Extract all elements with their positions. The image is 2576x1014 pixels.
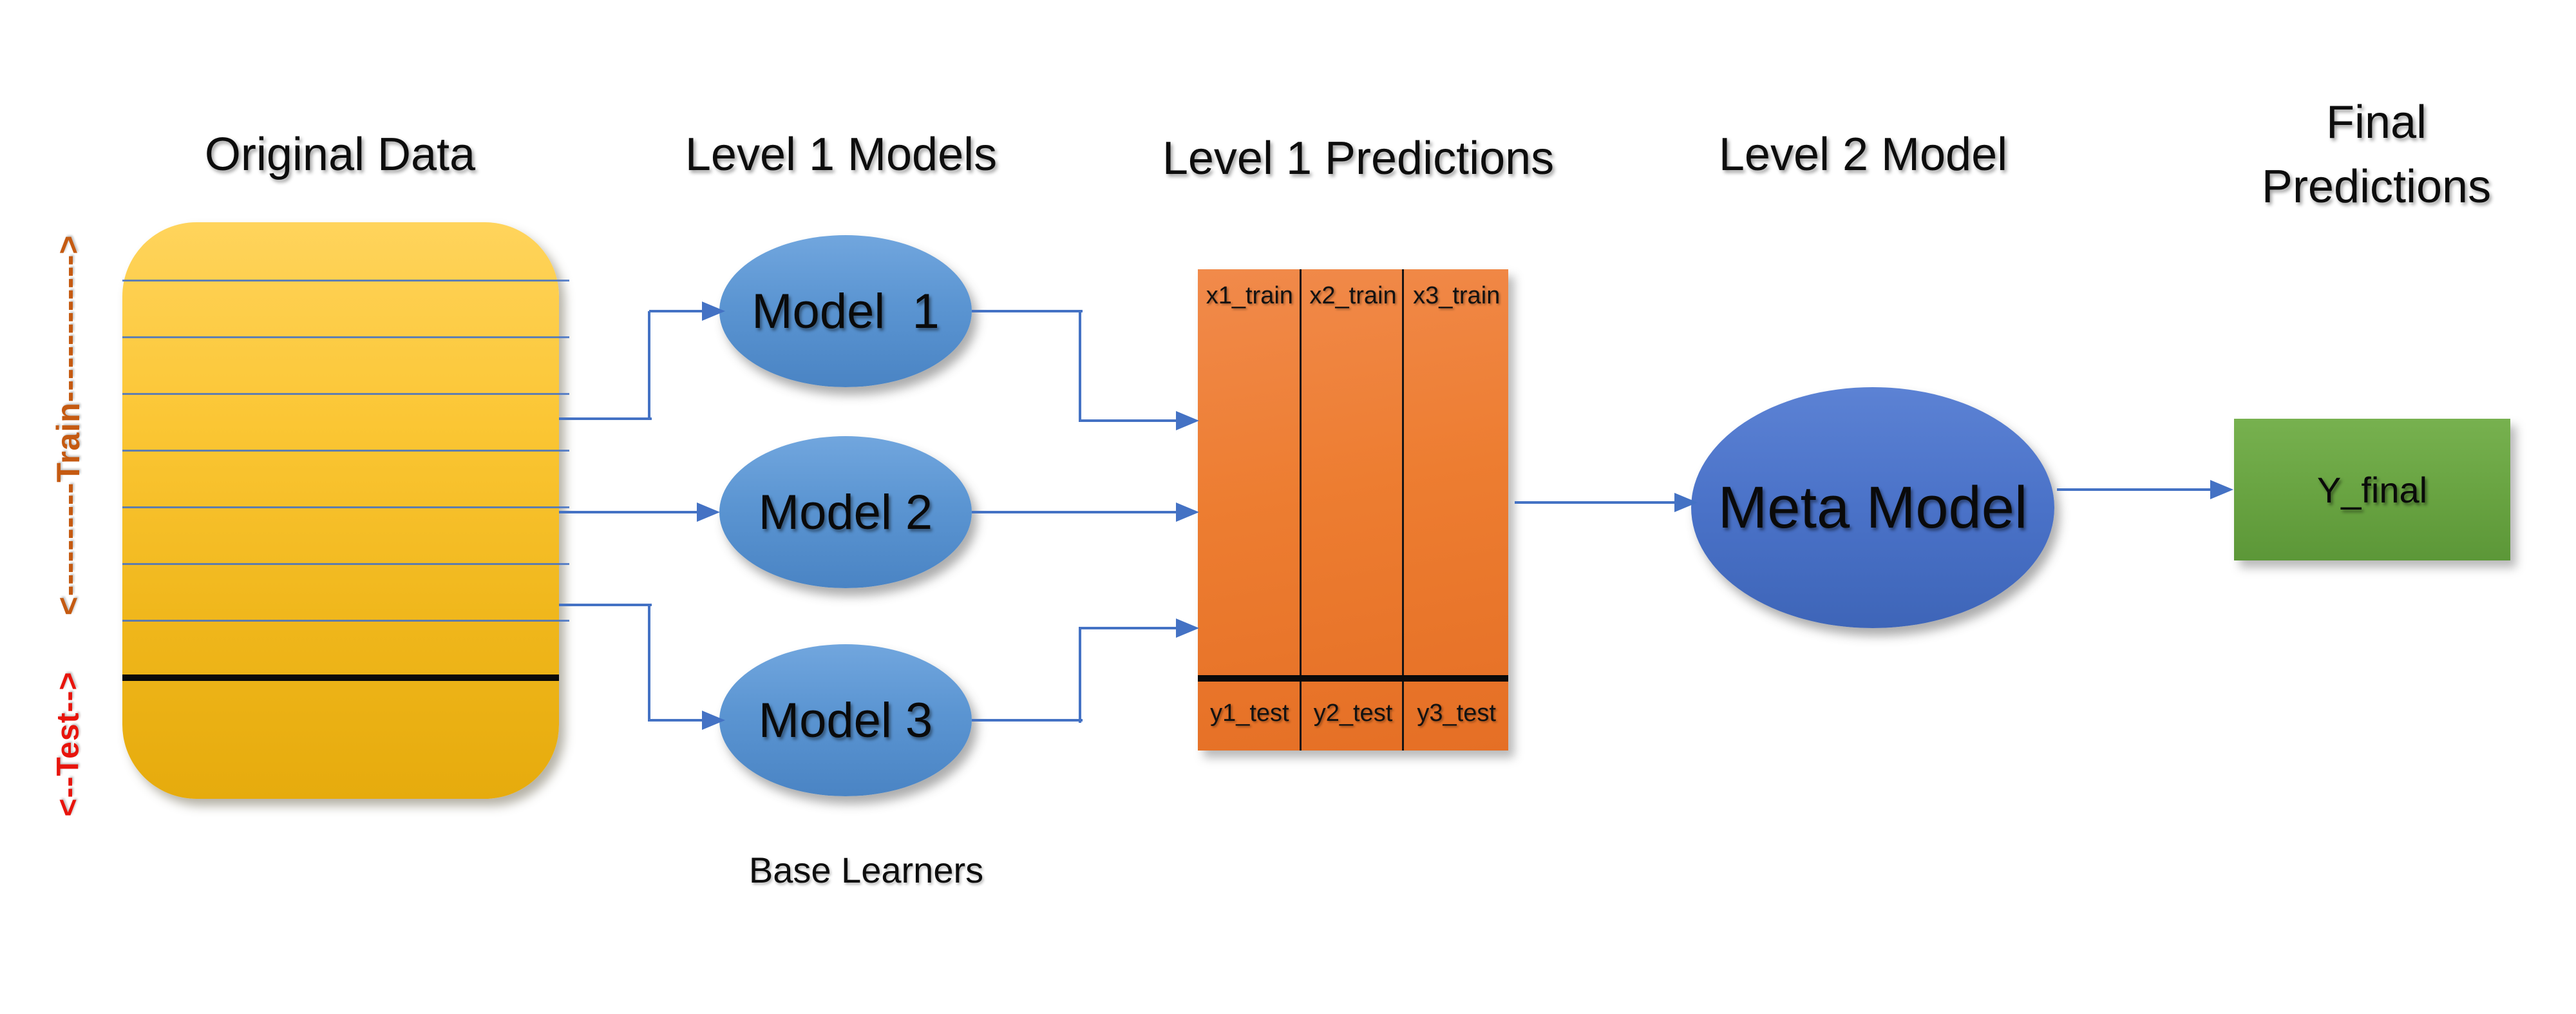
connector-data-to-model1-arrowhead-icon [702,301,725,321]
table-column-divider-1 [1300,269,1302,751]
table-header-row: x1_train x2_train x3_train [1198,282,1508,310]
data-block-row-line [122,280,569,282]
table-train-test-divider [1198,675,1508,682]
connector-data-to-model1-segment [648,311,650,420]
connector-table-to-meta-arrowhead-icon [1674,493,1698,512]
connector-model3-to-table-segment [972,719,1083,722]
base-learners-caption: Base Learners [748,850,984,890]
train-test-divider-line [122,674,559,681]
column-header-x1-train: x1_train [1206,282,1293,309]
data-block-row-line [122,620,569,622]
table-test-row: y1_test y2_test y3_test [1198,700,1508,727]
connector-model1-to-table-segment [1079,311,1081,422]
model-2-label: Model 2 [758,484,933,540]
original-data-block [122,222,559,799]
title-level1-predictions: Level 1 Predictions [1162,133,1555,184]
connector-data-to-model2-segment [559,511,698,513]
data-block-row-line [122,393,569,395]
title-level2-model: Level 2 Model [1718,129,2008,180]
connector-data-to-model3-segment [559,604,652,606]
connector-data-to-model3-segment [649,719,703,722]
final-output-box: Y_final [2234,419,2510,560]
model-2-ellipse: Model 2 [719,436,972,588]
data-block-row-line [122,450,569,452]
title-final-line1: Final [2325,97,2427,148]
connector-model3-to-table-arrowhead-icon [1176,618,1199,638]
connector-data-to-model3-arrowhead-icon [702,711,725,730]
connector-data-to-model1-segment [559,417,652,420]
model-3-ellipse: Model 3 [719,644,972,796]
column-header-x3-train: x3_train [1413,282,1501,309]
test-cell-y2-test: y2_test [1313,700,1393,727]
test-cell-y1-test: y1_test [1210,700,1289,727]
model-3-label: Model 3 [758,693,933,748]
final-output-label: Y_final [2316,469,2428,510]
connector-model3-to-table-segment [1079,627,1081,723]
connector-data-to-model2-arrowhead-icon [697,502,720,522]
title-original-data: Original Data [204,129,476,180]
level1-predictions-table: x1_train x2_train x3_train y1_test y2_te… [1198,269,1508,751]
test-axis-label: <--Test--> [51,671,86,817]
meta-model-ellipse: Meta Model [1691,387,2054,628]
connector-meta-to-final-segment [2057,488,2211,491]
connector-data-to-model3-segment [648,604,650,722]
connector-model1-to-table-arrowhead-icon [1176,411,1199,430]
title-level1-models: Level 1 Models [685,129,998,180]
connector-model3-to-table-segment [1080,627,1177,629]
title-final-predictions: Final Predictions [2262,90,2491,219]
data-block-row-line [122,336,569,338]
connector-model2-to-table-segment [972,511,1177,513]
meta-model-label: Meta Model [1718,474,2028,540]
data-block-row-line [122,563,569,565]
table-column-divider-2 [1402,269,1404,751]
connector-model1-to-table-segment [1080,419,1177,422]
column-header-x2-train: x2_train [1309,282,1397,309]
data-block-row-line [122,506,569,508]
title-final-line2: Predictions [2261,161,2492,213]
connector-data-to-model1-segment [649,310,703,312]
model-1-label: Model 1 [752,283,940,339]
connector-meta-to-final-arrowhead-icon [2210,480,2233,499]
train-axis-label: <----------Train-------------> [50,234,86,616]
connector-model1-to-table-segment [972,310,1083,312]
test-cell-y3-test: y3_test [1417,700,1496,727]
connector-table-to-meta-segment [1515,501,1676,504]
model-1-ellipse: Model 1 [719,235,972,387]
connector-model2-to-table-arrowhead-icon [1176,502,1199,522]
